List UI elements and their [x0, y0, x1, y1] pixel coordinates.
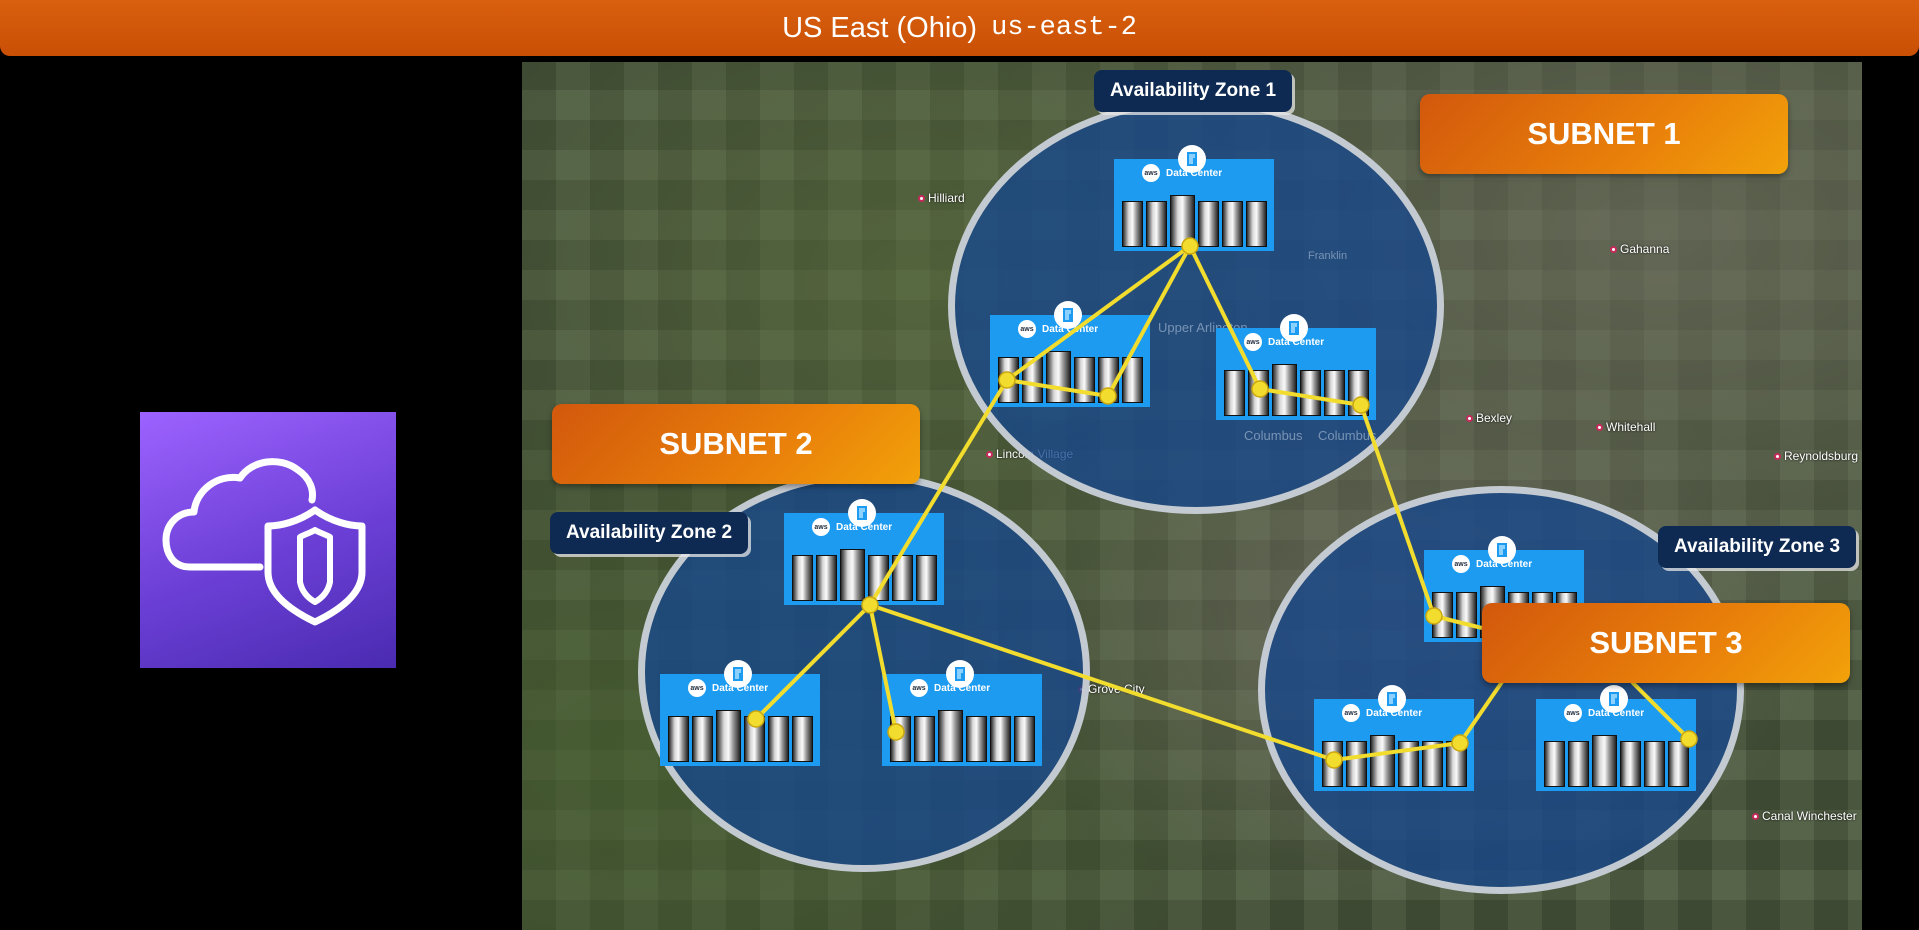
aws-logo-icon: aws	[1244, 333, 1262, 351]
data-center-label: Data Center	[712, 682, 769, 694]
place-label: Franklin	[1308, 250, 1348, 262]
network-node	[1181, 237, 1199, 255]
place-label: Bexley	[1466, 411, 1512, 425]
building-icon	[724, 660, 752, 688]
place-label: Columbus	[1244, 428, 1303, 443]
network-link	[1630, 680, 1691, 741]
aws-logo-icon: aws	[910, 679, 928, 697]
data-center: aws Data Center	[660, 660, 820, 766]
server-racks-icon	[664, 710, 816, 762]
data-center-label: Data Center	[934, 682, 991, 694]
aws-logo-icon: aws	[1342, 704, 1360, 722]
data-center-label: Data Center	[1588, 707, 1645, 719]
network-link	[1005, 244, 1483, 630]
data-center-label: Data Center	[1166, 167, 1223, 179]
subnet-3-label: SUBNET 3	[1482, 603, 1850, 683]
aws-logo-icon: aws	[1452, 555, 1470, 573]
server-racks-icon	[1318, 735, 1470, 787]
place-label: Gahanna	[1610, 242, 1669, 256]
building-icon	[1600, 685, 1628, 713]
aws-logo-icon: aws	[1018, 320, 1036, 338]
network-node	[1251, 380, 1269, 398]
building-icon	[1054, 301, 1082, 329]
network-node	[861, 596, 879, 614]
region-map: Hilliard Gahanna Bexley Whitehall Reynol…	[522, 62, 1862, 930]
data-center-label: Data Center	[1366, 707, 1423, 719]
aws-logo-icon: aws	[1142, 164, 1160, 182]
aws-logo-icon: aws	[812, 518, 830, 536]
server-racks-icon	[1540, 735, 1692, 787]
subnet-1-label: SUBNET 1	[1420, 94, 1788, 174]
building-icon	[848, 499, 876, 527]
availability-zone-2-label: Availability Zone 2	[550, 512, 749, 554]
aws-logo-icon: aws	[1564, 704, 1582, 722]
place-label: Reynoldsburg	[1774, 449, 1858, 463]
data-center-label: Data Center	[836, 521, 893, 533]
place-label: Columbus	[1318, 428, 1377, 443]
place-label: Whitehall	[1596, 420, 1655, 434]
building-icon	[946, 660, 974, 688]
region-title-bar: US East (Ohio) us-east-2	[0, 0, 1919, 56]
network-links	[747, 237, 1698, 769]
availability-zone-1-label: Availability Zone 1	[1094, 70, 1293, 112]
building-icon	[1178, 145, 1206, 173]
network-link	[868, 378, 1009, 607]
network-link	[868, 604, 898, 733]
aws-logo-icon: aws	[688, 679, 706, 697]
building-icon	[1280, 314, 1308, 342]
building-icon	[1378, 685, 1406, 713]
region-code: us-east-2	[991, 13, 1137, 43]
data-center-label: Data Center	[1042, 323, 1099, 335]
network-node	[1425, 607, 1443, 625]
network-node	[887, 723, 905, 741]
network-link	[754, 603, 872, 721]
network-node	[1451, 734, 1469, 752]
network-node	[998, 371, 1016, 389]
subnet-2-label: SUBNET 2	[552, 404, 920, 484]
data-center: aws Data Center	[1536, 685, 1696, 791]
data-center-label: Data Center	[1268, 336, 1325, 348]
server-racks-icon	[1220, 364, 1372, 416]
availability-zone-3-label: Availability Zone 3	[1658, 526, 1857, 568]
place-label: Canal Winchester	[1752, 809, 1857, 823]
network-node	[1680, 730, 1698, 748]
network-node	[1099, 387, 1117, 405]
data-center-label: Data Center	[1476, 558, 1533, 570]
place-label: Hilliard	[918, 191, 965, 205]
network-link	[869, 603, 1504, 762]
network-node	[747, 710, 765, 728]
network-node	[1352, 396, 1370, 414]
shield-cloud-icon	[140, 412, 396, 668]
building-icon	[1488, 536, 1516, 564]
region-name: US East (Ohio)	[782, 11, 978, 44]
network-node	[1325, 751, 1343, 769]
